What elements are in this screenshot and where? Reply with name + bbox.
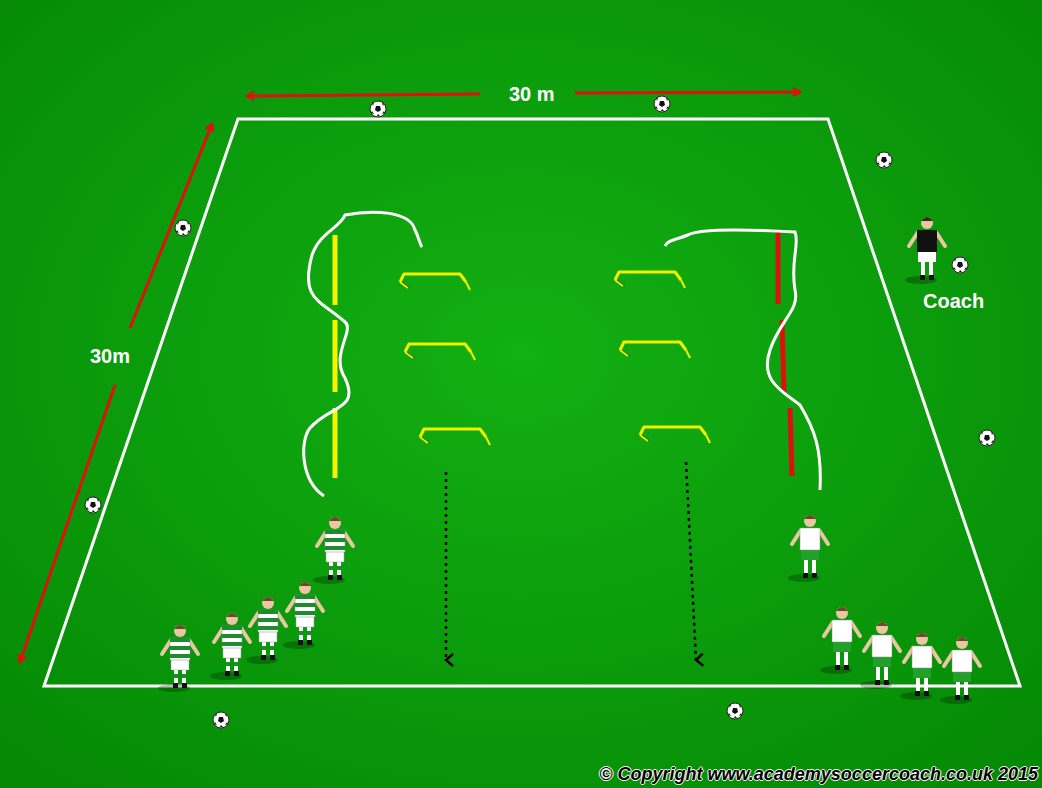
dimension-label: 30 m xyxy=(509,84,555,104)
dimension-label: 30m xyxy=(90,346,130,366)
copyright-watermark: © Copyright www.academysoccercoach.co.uk… xyxy=(599,765,1038,783)
coach-label: Coach xyxy=(923,291,984,311)
